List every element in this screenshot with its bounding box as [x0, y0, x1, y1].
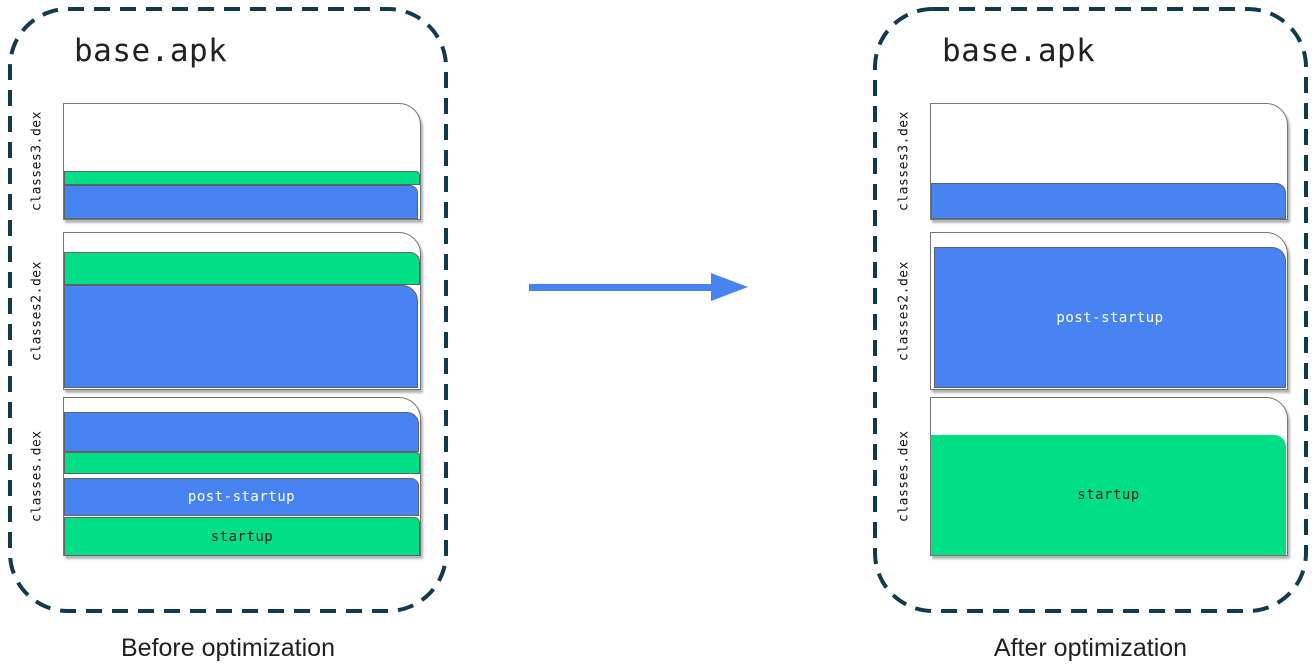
before-file-label-classes2-dex: classes2.dex [29, 261, 45, 361]
post-startup-band [64, 185, 418, 219]
startup-label: startup [1077, 487, 1140, 503]
post-startup-label: post-startup [1056, 309, 1164, 326]
arrow-head [711, 273, 748, 301]
before-file-label-classes3-dex: classes3.dex [29, 111, 45, 212]
post-startup-band [64, 412, 419, 452]
before-caption: Before optimization [120, 634, 335, 662]
arrow-shaft [529, 284, 714, 291]
startup-band [64, 452, 420, 474]
after-file-label-classes3-dex: classes3.dex [896, 111, 912, 212]
post-startup-label: post-startup [187, 489, 296, 505]
post-startup-band [931, 183, 1286, 219]
post-startup-band [64, 285, 418, 388]
before-apk-title: base.apk [74, 33, 228, 69]
post-startup-band: post-startup [64, 478, 419, 516]
after-caption: After optimization [993, 634, 1188, 662]
after-file-label-classes-dex: classes.dex [896, 430, 912, 523]
startup-label: startup [210, 528, 274, 545]
startup-band [64, 252, 420, 285]
after-file-label-classes2-dex: classes2.dex [896, 261, 912, 361]
after-apk-title: base.apk [942, 33, 1096, 69]
startup-band: startup [64, 517, 420, 556]
startup-band [64, 171, 420, 185]
before-file-label-classes-dex: classes.dex [29, 430, 45, 523]
post-startup-band: post-startup [934, 247, 1286, 388]
startup-band: startup [931, 435, 1286, 555]
